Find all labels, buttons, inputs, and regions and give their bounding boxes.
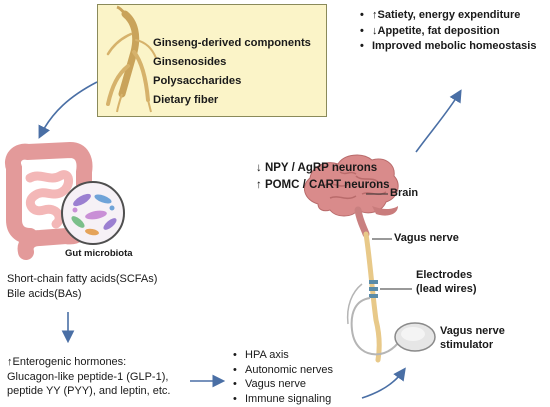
effect-item: ↑Satiety, energy expenditure [360,8,536,24]
stimulator-label: Vagus nerve stimulator [440,324,505,352]
brain-icon [303,154,399,238]
ginseng-item: Ginsenosides [153,56,227,68]
flow-arrows [38,81,462,399]
gut-microbiota-circle [61,181,125,245]
electrodes-label-line: Electrodes [416,269,473,281]
stimulator-label-line: Vagus nerve [440,325,505,337]
vagus-nerve-path [363,231,382,363]
ginseng-root-icon [106,5,157,113]
ginseng-components-list: Ginseng-derived components Ginsenosides … [153,34,311,110]
mechanism-item: Vagus nerve [233,377,333,392]
arrow-mechanisms-to-nerve [361,367,406,399]
effect-item: ↓Appetite, fat deposition [360,24,536,40]
metabolites-text: Short-chain fatty acids(SCFAs) Bile acid… [7,272,157,301]
electrodes-icon [346,280,403,356]
hormones-line: peptide YY (PYY), and leptin, etc. [7,385,171,397]
ginseng-item: Dietary fiber [153,94,219,106]
gut-microbiota-label: Gut microbiota [65,248,133,259]
pomc-cart-text: ↑ POMC / CART neurons [256,179,390,191]
mechanism-item: Autonomic nerves [233,363,333,378]
arrow-brain-to-effects [415,89,462,153]
npy-agrp-text: ↓ NPY / AgRP neurons [256,162,378,174]
effect-item: Improved mebolic homeostasis [360,39,536,55]
vagus-nerve-label: Vagus nerve [394,232,459,244]
hormones-line: Glucagon-like peptide-1 (GLP-1), [7,370,169,383]
mechanism-item: Immune signaling [233,392,333,407]
metabolites-line: Bile acids(BAs) [7,287,82,300]
vagus-nerve-stimulator-icon [394,322,436,352]
electrodes-label: Electrodes (lead wires) [416,268,477,296]
mechanisms-list: HPA axis Autonomic nerves Vagus nerve Im… [233,348,333,406]
brain-label: Brain [390,187,419,199]
ginseng-item: Ginseng-derived components [153,37,311,49]
leader-lines [366,193,412,290]
arrow-box-to-gut [38,81,98,139]
hormones-line: ↑Enterogenic hormones: [7,356,127,368]
mechanism-item: HPA axis [233,348,333,363]
electrodes-label-line: (lead wires) [416,283,477,295]
effects-list: ↑Satiety, energy expenditure ↓Appetite, … [360,8,536,55]
hormones-text: ↑Enterogenic hormones: Glucagon-like pep… [7,355,170,399]
stimulator-label-line: stimulator [440,339,494,351]
neuron-changes: ↓ NPY / AgRP neurons ↑ POMC / CART neuro… [256,160,390,194]
metabolites-line: Short-chain fatty acids(SCFAs) [7,273,158,285]
ginseng-item: Polysaccharides [153,75,242,87]
